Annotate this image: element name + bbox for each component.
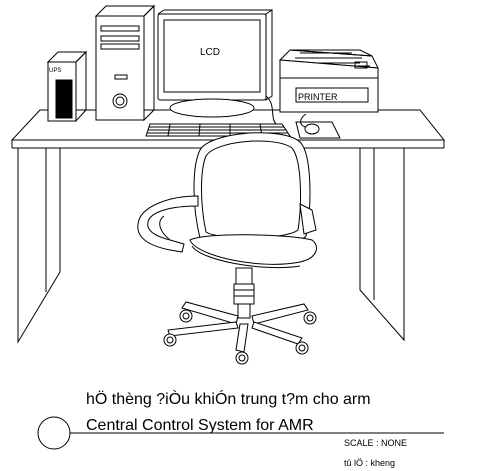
scale-text: SCALE : NONE <box>344 438 407 448</box>
office-chair <box>137 132 317 365</box>
ups-label: UPS <box>49 68 61 74</box>
mouse <box>295 113 341 139</box>
printer-label: PRINTER <box>298 92 338 102</box>
printer <box>278 49 379 113</box>
title-block <box>37 416 444 450</box>
title-english: Central Control System for AMR <box>86 417 314 434</box>
ups-unit <box>46 50 88 123</box>
lcd-monitor <box>157 9 277 125</box>
ratio-text: tû lÖ : kheng <box>344 458 395 468</box>
cpu-tower <box>94 4 156 122</box>
title-local: hÖ thèng ?iÒu khiÓn trung t?m cho arm <box>86 389 371 408</box>
monitor-label: LCD <box>200 47 220 58</box>
